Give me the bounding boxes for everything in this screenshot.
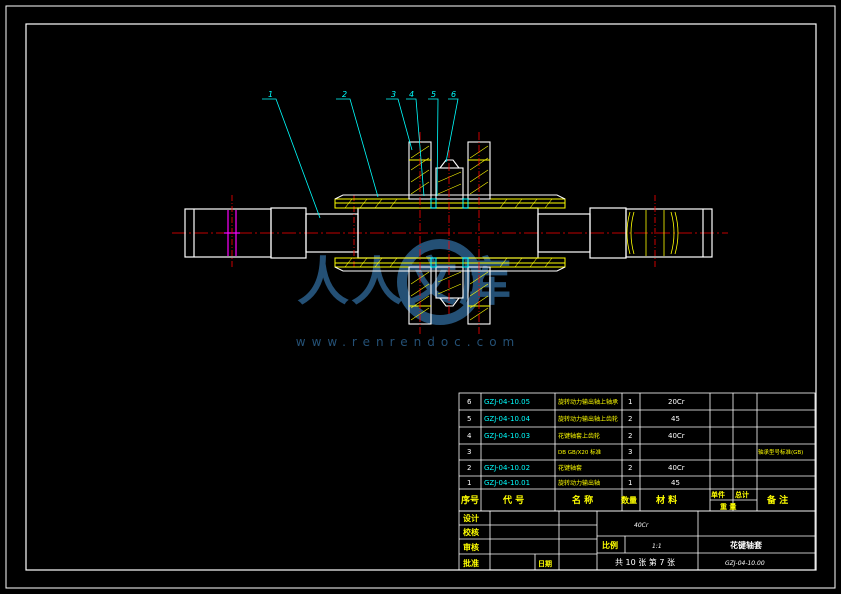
- spline-sleeve-top: [334, 194, 566, 209]
- bom-row-4-material: 40Cr: [668, 464, 685, 472]
- leaders: [262, 98, 459, 219]
- outer-frame: [5, 5, 836, 589]
- bom-row-1-no: 5: [467, 415, 471, 423]
- bom-row-4-qty: 2: [628, 464, 632, 472]
- bom-row-1-qty: 2: [628, 415, 632, 423]
- title-scale-label: 比例: [602, 540, 618, 550]
- bom-row-2-name: 花键轴套上齿轮: [558, 432, 600, 440]
- bom-row-0-qty: 1: [628, 398, 632, 406]
- bom-row-0-code: GZJ-04-10.05: [484, 398, 530, 406]
- bom-row-4-name: 花键轴套: [558, 464, 582, 472]
- watermark-ring: [397, 239, 483, 325]
- bom-header-code: 代 号: [502, 494, 524, 506]
- title-sheet-info: 共 10 张 第 7 张: [615, 557, 675, 567]
- title-block-text: 设计 校核 审核 批准 日期 40Cr 比例 1:1 花键轴套 共 10 张 第…: [463, 513, 765, 568]
- bom-row-5-no: 1: [467, 479, 471, 487]
- bom-row-3-remark: 轴承型号标准(GB): [758, 448, 803, 456]
- bom-row-5-material: 45: [671, 479, 680, 487]
- bom-header-qty: 数量: [621, 495, 637, 505]
- bom-row-2-code: GZJ-04-10.03: [484, 432, 530, 440]
- callout-labels: 1 2 3 4 5 6: [268, 90, 456, 99]
- inner-frame: [25, 23, 817, 571]
- bom-rows: 6 GZJ-04-10.05 旋转动力输出轴上轴承 1 20Cr 5 GZJ-0…: [467, 398, 803, 487]
- title-approve-label: 批准: [463, 558, 479, 568]
- bom-header-weight: 重 量: [720, 502, 736, 511]
- title-date-label: 日期: [538, 559, 552, 568]
- bom-header: 序号 代 号 名 称 数量 材 料 单件 总计 重 量 备 注: [461, 490, 788, 511]
- bom-header-name: 名 称: [572, 494, 593, 506]
- bom-row-0-no: 6: [467, 398, 472, 406]
- title-check-label: 校核: [463, 527, 479, 537]
- bom-row-0-name: 旋转动力输出轴上轴承: [558, 398, 618, 406]
- bom-header-no: 序号: [461, 494, 479, 506]
- watermark: 人人文库 www.renrendoc.com: [296, 239, 520, 349]
- bom-row-4-code: GZJ-04-10.02: [484, 464, 530, 472]
- bom-row-3-qty: 3: [628, 448, 632, 456]
- bom-row-1-material: 45: [671, 415, 680, 423]
- shaft-assembly: [172, 132, 728, 334]
- title-block: [458, 510, 816, 571]
- callout-5: 5: [431, 90, 436, 99]
- callout-2: 2: [342, 90, 347, 99]
- callout-3: 3: [391, 90, 396, 99]
- bom-row-2-material: 40Cr: [668, 432, 685, 440]
- bom-table: [458, 392, 816, 512]
- gear-center-upper: [435, 159, 464, 200]
- bom-row-5-name: 旋转动力输出轴: [558, 479, 600, 487]
- bom-row-5-code: GZJ-04-10.01: [484, 479, 530, 487]
- shaft-right-end: [625, 208, 713, 258]
- bom-row-2-no: 4: [467, 432, 472, 440]
- bom-header-remark: 备 注: [766, 494, 788, 506]
- bom-header-material: 材 料: [655, 494, 677, 506]
- bom-row-3-no: 3: [467, 448, 471, 456]
- callout-4: 4: [409, 90, 414, 99]
- callout-1: 1: [268, 90, 273, 99]
- bom-row-0-material: 20Cr: [668, 398, 685, 406]
- bom-header-total-weight: 总计: [735, 490, 749, 499]
- watermark-main-text: 人人文库: [297, 253, 513, 313]
- title-material-value: 40Cr: [634, 522, 649, 529]
- callout-6: 6: [451, 90, 456, 99]
- title-drawing-no: GZJ-04-10.00: [725, 560, 765, 567]
- title-review-label: 审核: [463, 542, 479, 552]
- bom-header-unit-weight: 单件: [711, 490, 725, 499]
- title-design-label: 设计: [463, 513, 479, 523]
- bom-row-4-no: 2: [467, 464, 471, 472]
- bom-row-1-code: GZJ-04-10.04: [484, 415, 531, 423]
- bom-row-2-qty: 2: [628, 432, 632, 440]
- bom-row-1-name: 旋转动力输出轴上齿轮: [558, 415, 618, 423]
- bom-row-5-qty: 1: [628, 479, 632, 487]
- bom-row-3-name: DB GB/X20 标准: [558, 448, 602, 456]
- watermark-url: www.renrendoc.com: [296, 335, 520, 349]
- title-drawing-title: 花键轴套: [730, 540, 763, 550]
- gear-center-lower: [435, 266, 464, 307]
- title-scale-value: 1:1: [652, 543, 662, 550]
